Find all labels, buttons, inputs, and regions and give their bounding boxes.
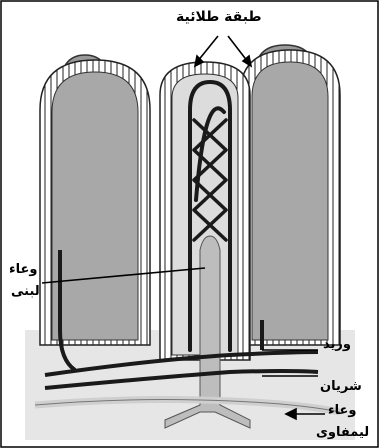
lacteal-label-line1: وعاء [9, 263, 38, 276]
lymph-label-line2: ليمفاوى [316, 426, 369, 439]
right-villus-core [252, 62, 328, 340]
epithelium-pointer-right [228, 36, 248, 62]
artery-label: شريان [320, 380, 362, 393]
epithelium-label: طبقة طلائية [176, 10, 262, 24]
lacteal-label-line2: لبنى [11, 285, 40, 298]
left-villus-core [52, 72, 138, 340]
lymph-label-line1: وعاء [328, 404, 357, 417]
vein-label: وريد [323, 338, 351, 351]
